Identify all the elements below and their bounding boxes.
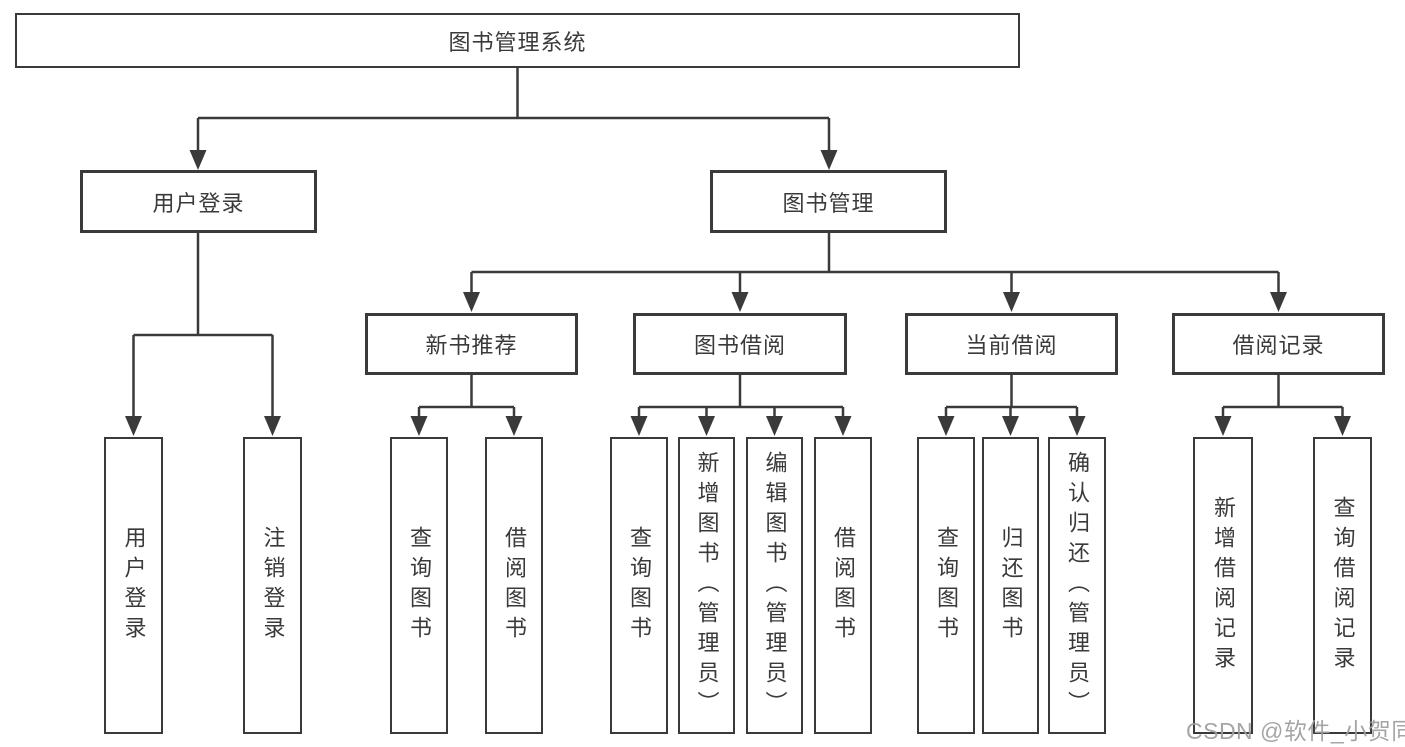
- leaf-logout: 注销登录: [243, 437, 302, 734]
- leaf-label: 查询图书: [934, 525, 959, 646]
- arrowhead-icon: [125, 416, 142, 436]
- node-book-management-branch: 图书管理: [710, 170, 947, 233]
- arrowhead-icon: [698, 416, 715, 436]
- arrowhead-icon: [937, 416, 955, 436]
- node-label: 新书推荐: [425, 333, 518, 358]
- node-new-book-recommendation: 新书推荐: [365, 313, 578, 375]
- leaf-query-books-1: 查询图书: [390, 437, 448, 734]
- node-label: 图书借阅: [693, 333, 786, 358]
- leaf-label: 查询借阅记录: [1330, 495, 1356, 676]
- csdn-watermark: CSDN @软件_小贺同学: [1186, 718, 1405, 744]
- leaf-confirm-return-admin: 确认归还（管理员）: [1048, 437, 1106, 734]
- leaf-label: 新增借阅记录: [1211, 495, 1236, 676]
- arrowhead-icon: [1068, 416, 1086, 436]
- leaf-query-borrow-record: 查询借阅记录: [1313, 437, 1372, 734]
- leaf-label: 借阅图书: [831, 525, 856, 646]
- leaf-query-books-3: 查询图书: [917, 437, 975, 734]
- leaf-user-login: 用户登录: [104, 437, 163, 734]
- arrowhead-icon: [630, 416, 648, 436]
- node-label: 当前借阅: [965, 333, 1058, 358]
- node-label: 用户登录: [152, 190, 245, 216]
- arrowhead-icon: [1270, 292, 1287, 312]
- leaf-label: 注销登录: [260, 525, 286, 646]
- arrowhead-icon: [264, 416, 281, 436]
- leaf-add-borrow-record: 新增借阅记录: [1193, 437, 1253, 734]
- leaf-label: 查询图书: [627, 525, 652, 646]
- leaf-return-books: 归还图书: [982, 437, 1039, 734]
- arrowhead-icon: [1334, 416, 1351, 436]
- node-current-borrowing: 当前借阅: [905, 313, 1118, 375]
- leaf-label: 查询图书: [407, 525, 432, 646]
- arrowhead-icon: [463, 292, 480, 312]
- node-label: 图书管理: [782, 190, 875, 216]
- arrowhead-icon: [731, 292, 749, 312]
- leaf-label: 新增图书（管理员）: [694, 450, 720, 721]
- leaf-label: 编辑图书（管理员）: [762, 450, 788, 721]
- arrowhead-icon: [1003, 292, 1020, 312]
- leaf-add-books-admin: 新增图书（管理员）: [678, 437, 735, 734]
- node-root-system: 图书管理系统: [15, 13, 1020, 68]
- leaf-borrow-books-1: 借阅图书: [485, 437, 543, 734]
- arrowhead-icon: [766, 416, 783, 436]
- arrowhead-icon: [189, 150, 207, 170]
- leaf-edit-books-admin: 编辑图书（管理员）: [746, 437, 803, 734]
- arrowhead-icon: [834, 416, 852, 436]
- leaf-label: 借阅图书: [502, 525, 527, 646]
- arrowhead-icon: [410, 416, 428, 436]
- node-book-borrowing: 图书借阅: [633, 313, 847, 375]
- arrowhead-icon: [1002, 416, 1019, 436]
- arrowhead-icon: [505, 416, 523, 436]
- leaf-label: 确认归还（管理员）: [1065, 450, 1090, 721]
- node-user-login-branch: 用户登录: [80, 170, 317, 233]
- arrowhead-icon: [1214, 416, 1232, 436]
- node-borrowing-records: 借阅记录: [1172, 313, 1385, 375]
- leaf-label: 用户登录: [121, 525, 147, 646]
- node-label: 图书管理系统: [448, 29, 587, 55]
- leaf-query-books-2: 查询图书: [610, 437, 668, 734]
- leaf-borrow-books-2: 借阅图书: [814, 437, 872, 734]
- node-label: 借阅记录: [1232, 333, 1325, 358]
- leaf-label: 归还图书: [998, 525, 1024, 646]
- arrowhead-icon: [820, 150, 838, 170]
